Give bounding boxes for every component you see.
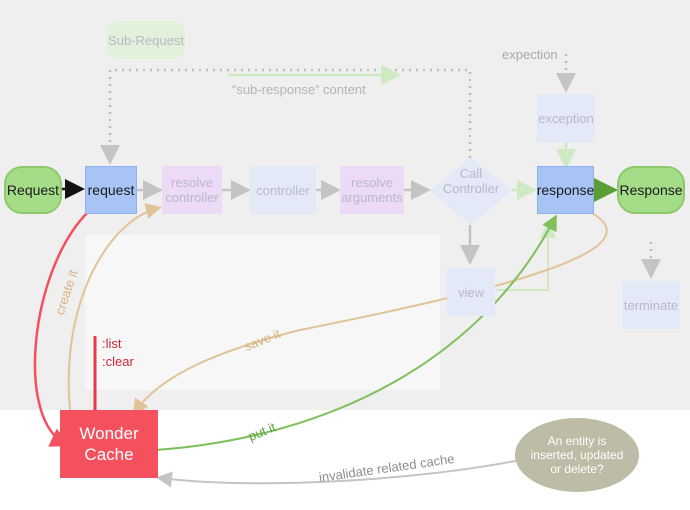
entity-note-label: An entity is inserted, updated or delete… [530, 434, 624, 476]
call-controller-text: Call Controller [429, 156, 513, 206]
arrow-create-it [67, 203, 162, 411]
response-box: response [537, 166, 594, 214]
expection-label: expection [502, 47, 558, 62]
response-pill: Response [617, 166, 685, 214]
response-pill-label: Response [619, 182, 683, 198]
dotted-sub-request-loop [100, 68, 472, 165]
clear-label: :clear [102, 354, 134, 369]
arrow-put-it [154, 214, 557, 451]
call-controller-diamond [430, 157, 512, 225]
resolve-arguments-box: resolve arguments [340, 166, 404, 214]
view-box: view [447, 268, 495, 316]
exception-box: exception [537, 94, 595, 142]
wonder-cache-label: Wonder Cache [79, 424, 139, 464]
wonder-cache-box: Wonder Cache [60, 410, 158, 478]
sub-request-pill: Sub-Request [107, 21, 185, 59]
terminate-label: terminate [623, 297, 679, 313]
resolve-controller-box: resolve controller [162, 166, 222, 214]
resolve-arguments-label: resolve arguments [341, 175, 403, 205]
sub-response-label: “sub-response” content [232, 82, 366, 97]
arrow-save-it [132, 211, 608, 416]
response-box-label: response [536, 182, 595, 198]
terminate-box: terminate [622, 281, 680, 329]
exception-label: exception [538, 110, 594, 126]
request-pill: Request [4, 166, 62, 214]
call-controller-label: Call Controller [442, 166, 500, 196]
request-box: request [85, 166, 137, 214]
request-pill-label: Request [6, 182, 60, 198]
request-box-label: request [87, 182, 135, 198]
list-label: :list [102, 336, 122, 351]
controller-box: controller [250, 166, 316, 214]
arrow-view-to-response [496, 222, 556, 291]
entity-note-ellipse: An entity is inserted, updated or delete… [515, 418, 639, 492]
arrow-invalidate-cache [156, 459, 521, 488]
view-label: view [457, 284, 484, 300]
sub-request-label: Sub-Request [108, 32, 184, 48]
resolve-controller-label: resolve controller [165, 175, 219, 205]
controller-label: controller [256, 182, 310, 198]
arrow-request-to-wonder-cache [33, 211, 89, 447]
